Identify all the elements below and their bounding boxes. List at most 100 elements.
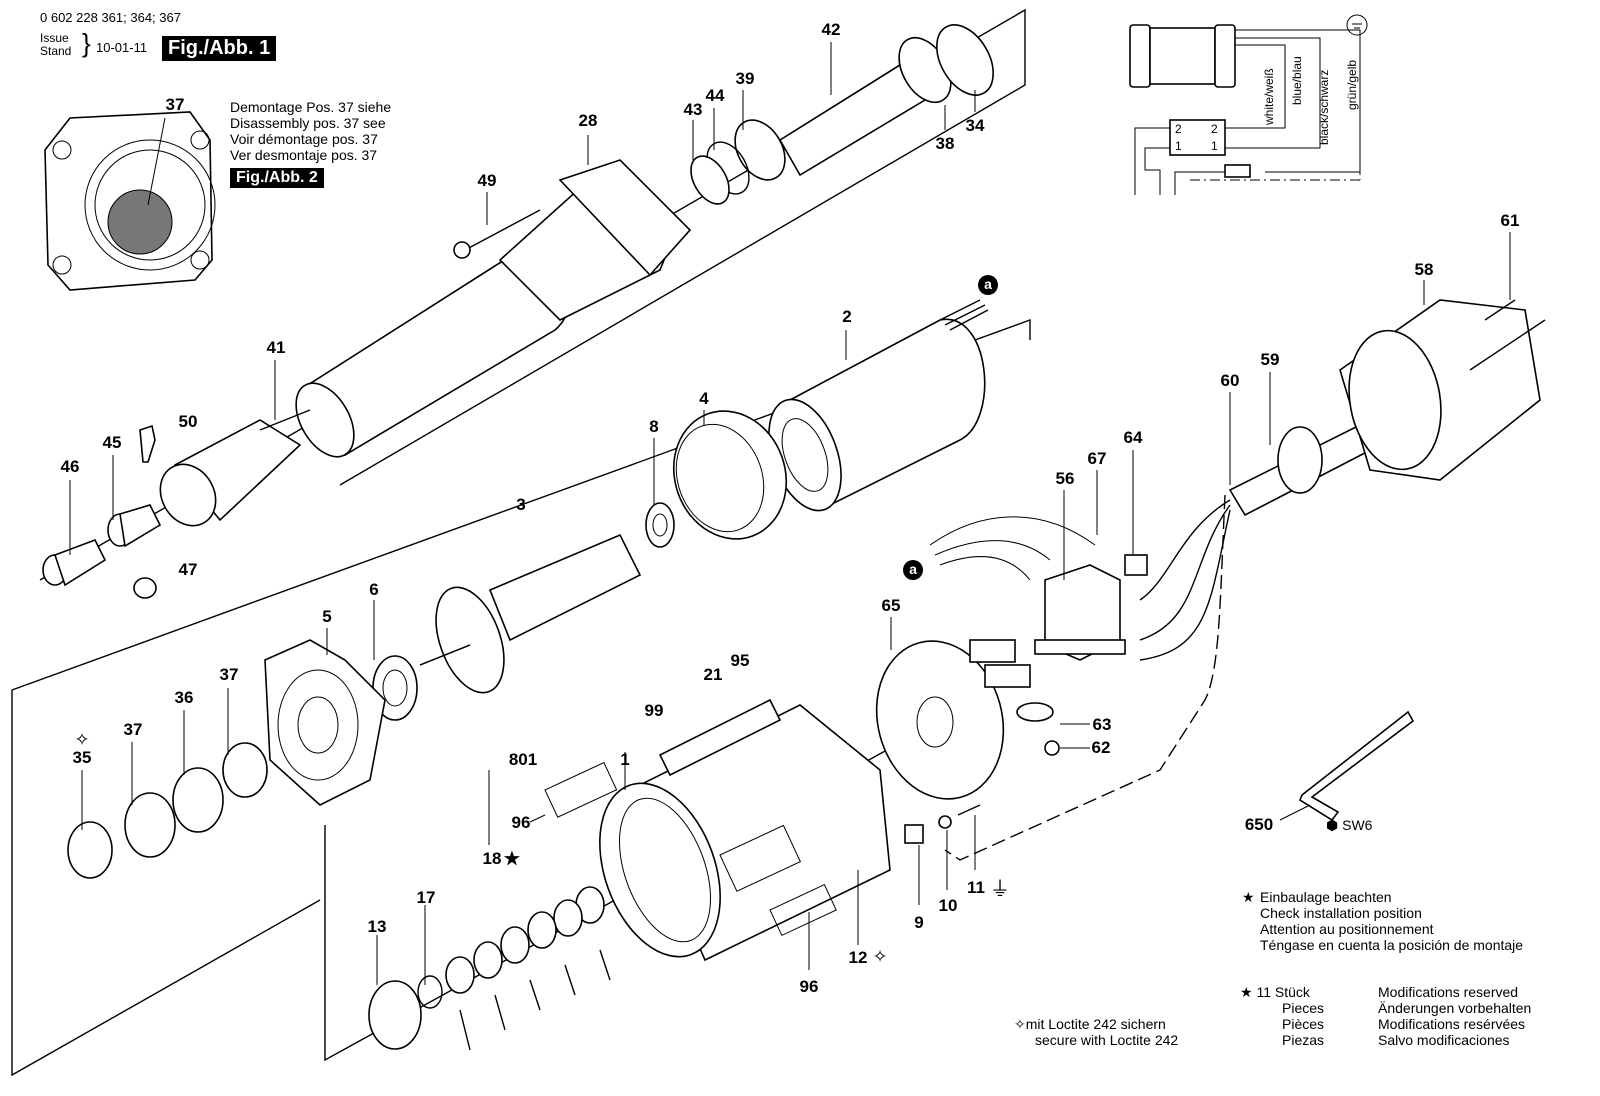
ground-icon: ⏚ [990,878,1010,901]
callout-21[interactable]: 21 [703,665,723,684]
callout-47[interactable]: 47 [178,560,198,579]
inset-note-line: Ver desmontaje pos. 37 [230,147,378,163]
callout-37-lower[interactable]: 37 [123,720,143,739]
callout-61[interactable]: 61 [1500,211,1520,230]
callout-4[interactable]: 4 [699,389,709,408]
star-note-line: Check installation position [1260,905,1422,921]
callout-65[interactable]: 65 [881,596,901,615]
callout-a-top[interactable]: a [978,275,998,295]
callout-inset-37[interactable]: 37 [165,95,185,114]
leads [929,516,1096,581]
modifications-line: Salvo modificaciones [1378,1032,1510,1048]
callout-99[interactable]: 99 [644,701,664,720]
callout-43[interactable]: 43 [683,100,703,119]
callout-18[interactable]: 18 [482,849,502,868]
callout-35[interactable]: 35 [72,748,92,767]
issue-stand-label: Issue Stand [40,32,71,58]
callout-10[interactable]: 10 [938,896,958,915]
bearing-8 [645,502,675,548]
callout-63[interactable]: 63 [1092,715,1112,734]
inset-note-line: Disassembly pos. 37 see [230,115,386,131]
brush-holder [875,639,1031,800]
star-note-line: Einbaulage beachten [1260,889,1392,905]
loctite-diamond-icon: ✧ [1014,1016,1026,1032]
washer-10 [938,815,952,829]
spindle-shaft [690,24,994,205]
callout-60[interactable]: 60 [1220,371,1240,390]
callout-96-upper[interactable]: 96 [511,813,531,832]
callout-8[interactable]: 8 [649,417,659,436]
star-note-line: Attention au positionnement [1260,921,1434,937]
callout-45[interactable]: 45 [102,433,122,452]
callout-5[interactable]: 5 [322,607,332,626]
callout-650[interactable]: 650 [1244,815,1274,834]
callout-64[interactable]: 64 [1123,428,1143,447]
callout-39[interactable]: 39 [735,69,755,88]
hex-key [1299,710,1415,822]
inset-note: Demontage Pos. 37 siehe Disassembly pos.… [230,99,391,163]
motor-housing [544,698,891,962]
callout-12[interactable]: 12 [848,948,868,967]
switch [1034,554,1148,661]
callout-3[interactable]: 3 [516,495,526,514]
callout-11[interactable]: 11 [967,878,985,897]
callout-62[interactable]: 62 [1091,738,1111,757]
wiring-diagram [1129,14,1368,195]
callout-59[interactable]: 59 [1260,350,1280,369]
cord-and-end-cap [944,299,1546,861]
callout-38[interactable]: 38 [935,134,955,153]
pieces-legend: ★ 11 Stück Pieces Pièces Piezas [1240,984,1324,1048]
callout-2[interactable]: 2 [842,307,852,326]
issue-label: Issue [40,31,69,45]
loctite-diamond-icon: ✧ [872,946,888,967]
callout-13[interactable]: 13 [367,917,387,936]
callout-17[interactable]: 17 [416,888,436,907]
callout-34[interactable]: 34 [965,116,985,135]
wire-label-green-yellow: grün/gelb [1345,59,1359,110]
terminal-2-right: 2 [1211,122,1218,136]
star-icon: ★ [1240,984,1253,1000]
modifications-line: Modifications resérvées [1378,1016,1526,1032]
field-coil [768,299,989,512]
screw-49 [453,209,541,259]
callout-28[interactable]: 28 [578,111,598,130]
callout-96-lower[interactable]: 96 [799,977,819,996]
terminal-2-left: 2 [1175,122,1182,136]
callout-67[interactable]: 67 [1087,449,1107,468]
flange-37 [124,792,176,858]
wire-label-black: black/schwarz [1317,69,1331,145]
callout-49[interactable]: 49 [477,171,497,190]
callout-a-bottom[interactable]: a [903,560,923,580]
callout-44[interactable]: 44 [705,86,725,105]
callout-36[interactable]: 36 [174,688,194,707]
callout-1[interactable]: 1 [620,750,630,769]
part-numbers: 0 602 228 361; 364; 367 [40,10,181,25]
inset-note-line: Voir démontage pos. 37 [230,131,378,147]
callout-9[interactable]: 9 [914,913,924,932]
hex-size: ⬢ SW6 [1326,817,1372,834]
callout-37-upper[interactable]: 37 [219,665,239,684]
callout-58[interactable]: 58 [1414,260,1434,279]
callout-42[interactable]: 42 [821,20,841,39]
callout-41[interactable]: 41 [266,338,286,357]
callout-95[interactable]: 95 [730,651,750,670]
pieces-word: Piezas [1282,1032,1325,1048]
hexagon-icon: ⬢ [1326,817,1339,833]
guide-ring [672,410,788,540]
bushing-37 [222,742,268,798]
figure-ref: Fig./Abb. 2 [230,168,324,188]
figure-title: Fig./Abb. 1 [162,36,277,61]
brush-springs [368,886,611,1051]
callout-50[interactable]: 50 [178,412,198,431]
callout-56[interactable]: 56 [1055,469,1075,488]
pieces-word: Pièces [1282,1016,1325,1032]
callout-46[interactable]: 46 [60,457,80,476]
wire-label-blue: blue/blau [1290,56,1304,105]
screw-11 [957,804,981,816]
callout-6[interactable]: 6 [369,580,379,599]
callout-801[interactable]: 801 [508,750,538,769]
pieces-word: Pieces [1282,1000,1325,1016]
clamp-9 [904,824,924,844]
loctite-line: mit Loctite 242 sichern [1025,1016,1166,1032]
star-legend: ★ Einbaulage beachten Check installation… [1242,889,1523,953]
